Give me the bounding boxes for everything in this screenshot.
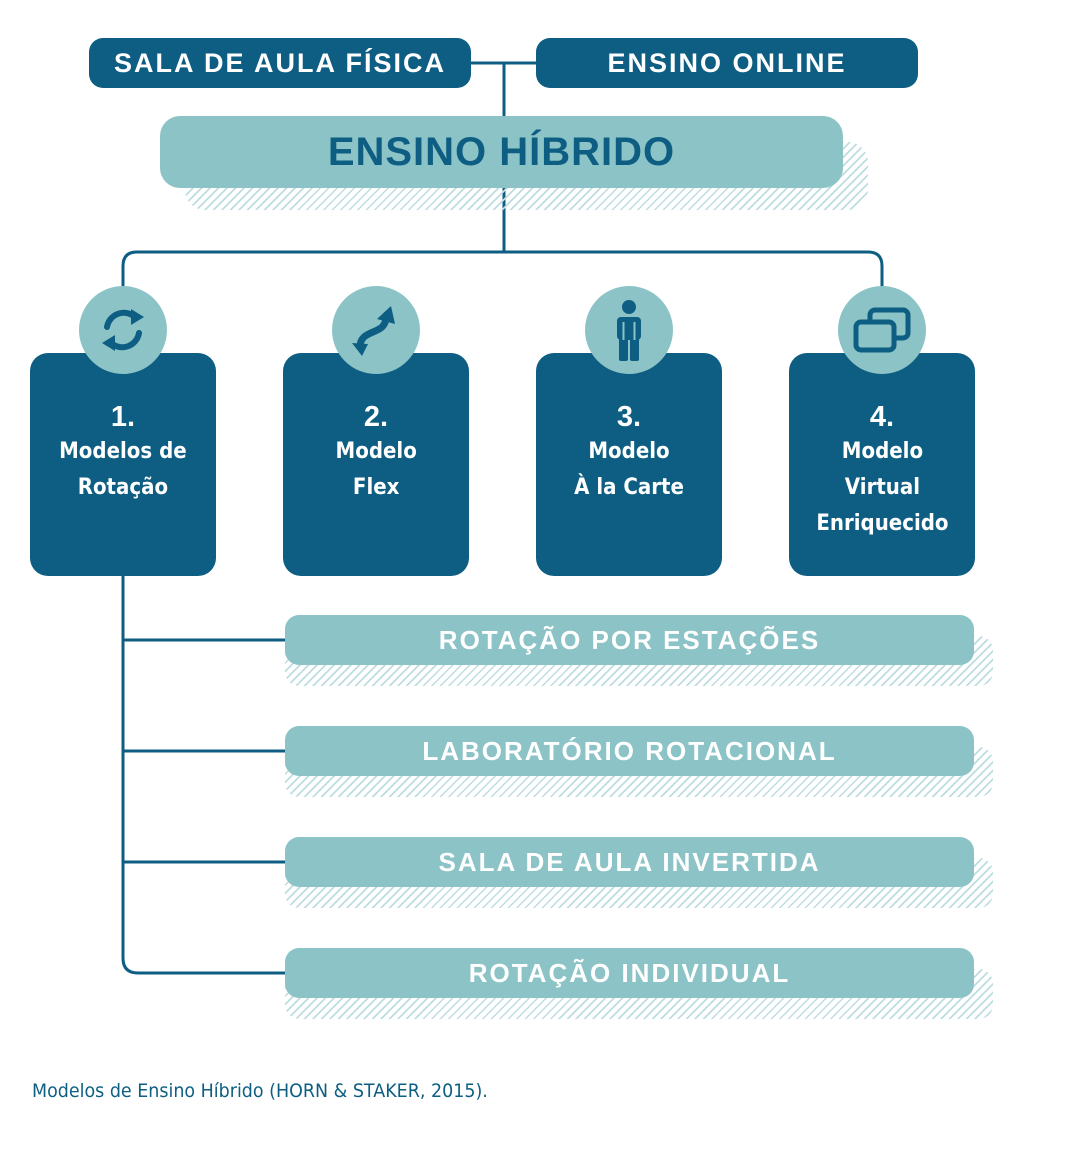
model-number: 2. xyxy=(363,401,389,433)
individual-rotation-pill: ROTAÇÃO INDIVIDUAL xyxy=(285,948,974,998)
rotation-stations-pill: ROTAÇÃO POR ESTAÇÕES xyxy=(285,615,974,665)
model-box-a-la-carte: 3. Modelo À la Carte xyxy=(536,353,722,576)
model-number: 1. xyxy=(110,401,136,433)
model-1-icon-circle xyxy=(79,286,167,374)
model-number: 4. xyxy=(869,401,895,433)
model-label: Modelo À la Carte xyxy=(574,439,684,500)
model-label: Modelos de Rotação xyxy=(59,439,187,500)
model-2-icon-circle xyxy=(332,286,420,374)
model-label: Modelo Virtual Enriquecido xyxy=(815,439,949,536)
model-4-icon-circle xyxy=(838,286,926,374)
model-box-virtual-enriched: 4. Modelo Virtual Enriquecido xyxy=(789,353,975,576)
figure-caption: Modelos de Ensino Híbrido (HORN & STAKER… xyxy=(32,1080,488,1102)
model-number: 3. xyxy=(616,401,642,433)
flex-arrow-icon xyxy=(352,306,395,356)
hybrid-teaching-box: ENSINO HÍBRIDO xyxy=(160,116,843,188)
connector-models-branch xyxy=(121,250,884,288)
rotational-lab-pill: LABORATÓRIO ROTACIONAL xyxy=(285,726,974,776)
flipped-classroom-pill: SALA DE AULA INVERTIDA xyxy=(285,837,974,887)
model-box-rotation: 1. Modelos de Rotação xyxy=(30,353,216,576)
online-teaching-pill: ENSINO ONLINE xyxy=(536,38,918,88)
connector-rotation-spine xyxy=(121,576,287,975)
rotate-arrows-icon xyxy=(102,309,144,351)
model-label: Modelo Flex xyxy=(335,439,417,500)
model-box-flex: 2. Modelo Flex xyxy=(283,353,469,576)
model-3-icon-circle xyxy=(585,286,673,374)
physical-classroom-pill: SALA DE AULA FÍSICA xyxy=(89,38,471,88)
person-icon xyxy=(617,300,641,361)
screens-icon xyxy=(853,307,911,353)
